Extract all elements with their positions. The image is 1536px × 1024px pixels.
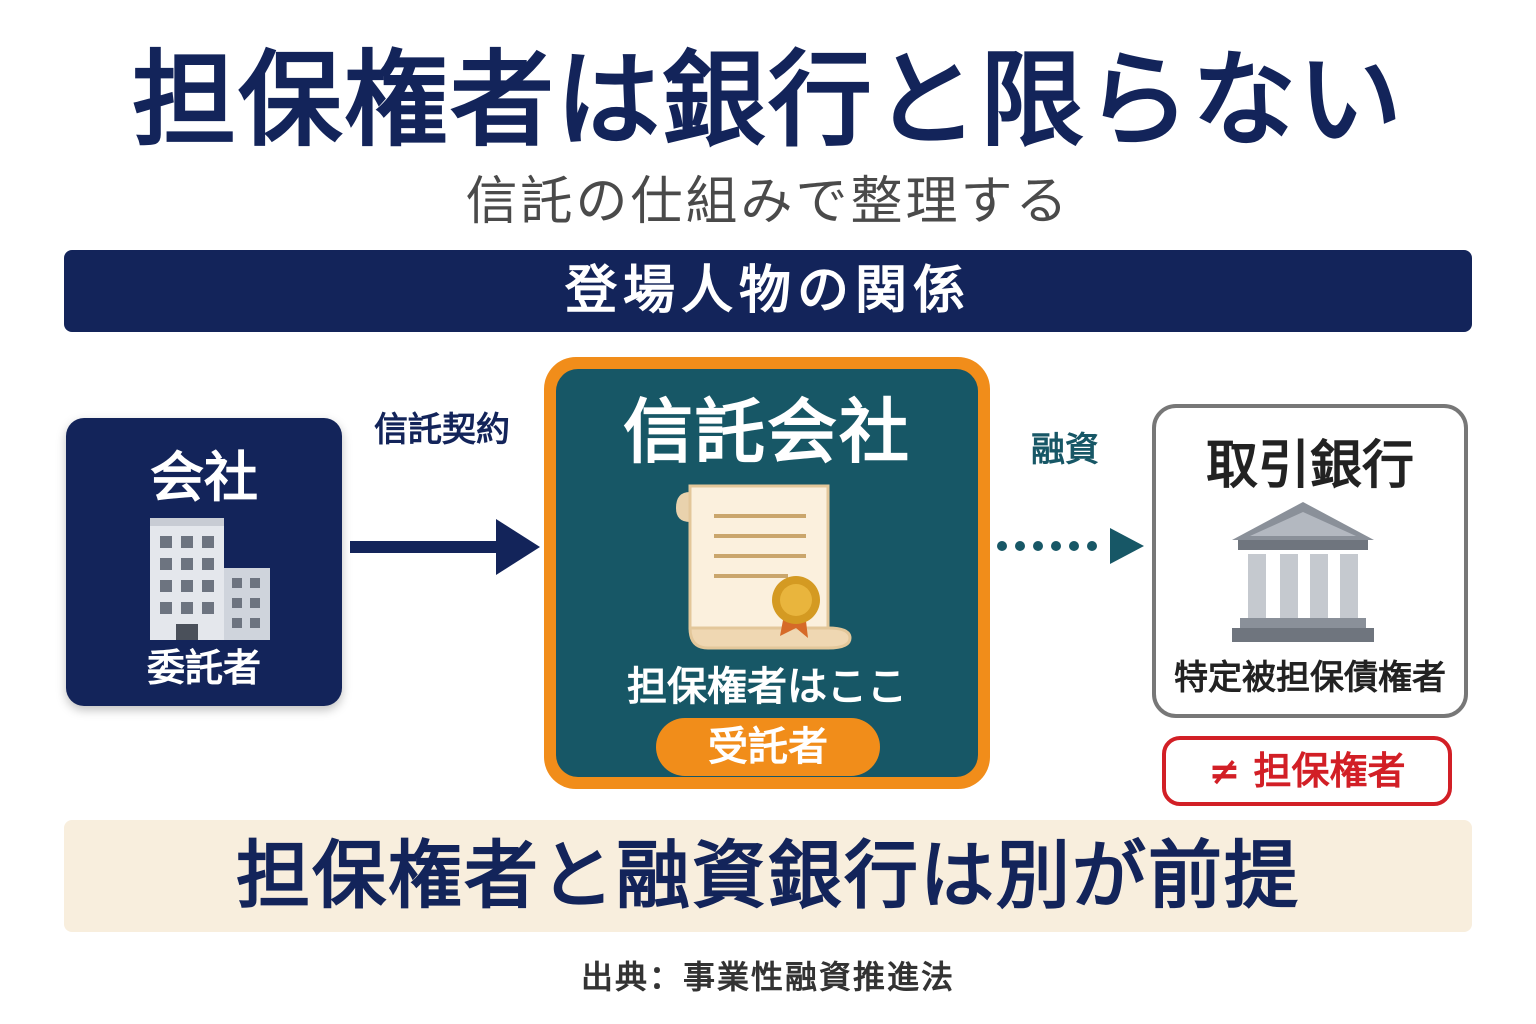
page-subtitle: 信託の仕組みで整理する [465,172,1071,232]
conclusion-banner: 担保権者と融資銀行は別が前提 [64,820,1472,932]
trust-company-title: 信託会社 [623,391,911,473]
company-title: 会社 [150,446,258,509]
trust-company-caption: 担保権者はここ [627,664,907,710]
bank-title: 取引銀行 [1205,436,1414,496]
page-title: 担保権者は銀行と限らない [131,39,1404,161]
bank-role: 特定被担保債権者 [1174,658,1446,698]
section-header: 登場人物の関係 [64,250,1472,332]
office-building-icon [150,518,270,640]
bank-box [1152,404,1468,718]
trustee-badge: 受託者 [656,718,880,776]
company-box: 会社 委託者 [66,418,342,706]
solid-arrow [350,519,540,575]
certificate-scroll-icon [676,484,852,650]
company-role: 委託者 [146,646,261,690]
contract-label: 信託契約 [374,410,510,450]
source-note: 出典：事業性融資推進法 [580,958,955,996]
bank-building-icon [1232,502,1374,642]
not-security-holder-badge: ≠ 担保権者 [1162,736,1452,806]
loan-label: 融資 [1031,430,1099,470]
dotted-arrow [997,528,1144,564]
